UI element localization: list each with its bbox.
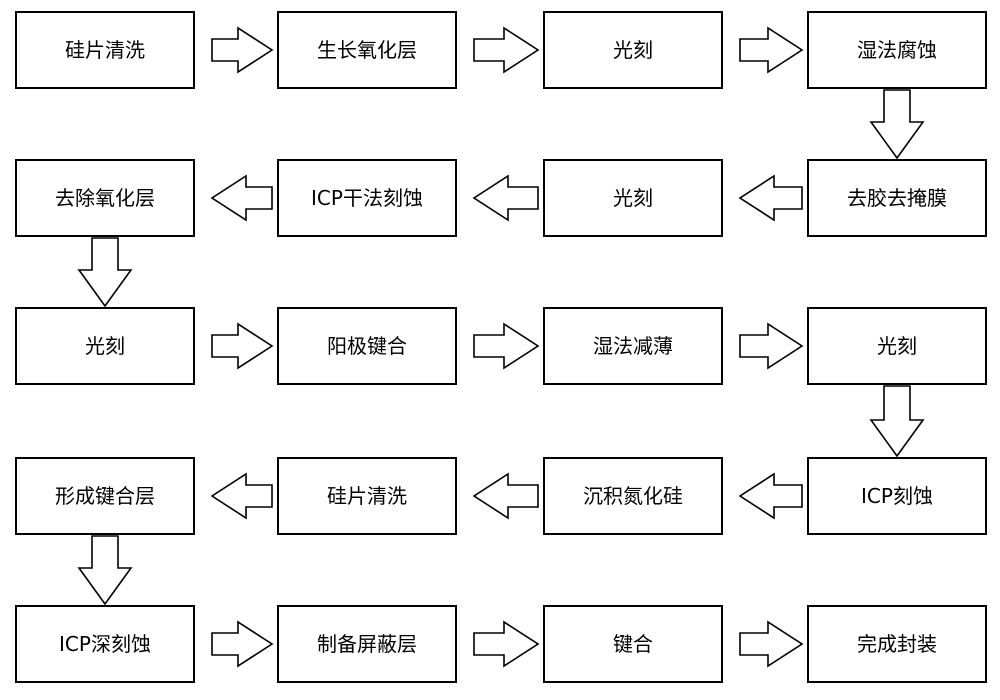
- step-label: 光刻: [613, 186, 653, 210]
- step-box: [543, 307, 723, 385]
- step-label: ICP深刻蚀: [59, 632, 151, 656]
- step-label: 去胶去掩膜: [847, 186, 947, 210]
- flow-arrow-left: [738, 174, 803, 222]
- step-label: 湿法减薄: [593, 334, 673, 358]
- flow-arrow-down: [77, 535, 133, 606]
- flow-arrow-down: [77, 237, 133, 308]
- flow-arrow-left: [210, 174, 273, 222]
- step-label: 生长氧化层: [317, 38, 417, 62]
- step-box: [15, 457, 195, 535]
- flow-arrow-left: [738, 472, 803, 520]
- step-box: [807, 457, 987, 535]
- step-label: 湿法腐蚀: [857, 38, 937, 62]
- flow-arrow-down: [869, 89, 925, 160]
- step-box: [807, 605, 987, 683]
- step-label: 完成封装: [857, 632, 937, 656]
- step-label: 光刻: [877, 334, 917, 358]
- flow-arrow-right: [211, 620, 274, 668]
- flow-arrow-right: [211, 322, 274, 370]
- step-box: [807, 11, 987, 89]
- step-box: [277, 307, 457, 385]
- step-label: 键合: [613, 632, 653, 656]
- flow-arrow-right: [211, 26, 274, 74]
- flow-arrow-right: [473, 620, 540, 668]
- step-label: ICP刻蚀: [861, 484, 933, 508]
- step-box: [15, 307, 195, 385]
- flow-arrow-right: [739, 26, 804, 74]
- step-box: [15, 11, 195, 89]
- step-box: [277, 159, 457, 237]
- flow-arrow-right: [473, 322, 540, 370]
- step-box: [15, 605, 195, 683]
- step-label: 制备屏蔽层: [317, 632, 417, 656]
- step-label: 硅片清洗: [327, 484, 407, 508]
- flow-arrow-left: [472, 174, 539, 222]
- step-label: 光刻: [613, 38, 653, 62]
- flow-arrow-right: [739, 620, 804, 668]
- step-box: [543, 457, 723, 535]
- flow-arrow-right: [473, 26, 540, 74]
- flow-arrow-right: [739, 322, 804, 370]
- flow-arrow-down: [869, 385, 925, 458]
- step-box: [807, 159, 987, 237]
- step-box: [277, 457, 457, 535]
- step-label: 去除氧化层: [55, 186, 155, 210]
- step-box: [543, 605, 723, 683]
- flow-arrow-left: [210, 472, 273, 520]
- step-label: 沉积氮化硅: [583, 484, 683, 508]
- step-label: 阳极键合: [327, 334, 407, 358]
- flow-arrow-left: [472, 472, 539, 520]
- step-label: 形成键合层: [55, 484, 155, 508]
- step-box: [543, 159, 723, 237]
- step-label: ICP干法刻蚀: [311, 186, 423, 210]
- step-label: 光刻: [85, 334, 125, 358]
- step-box: [277, 11, 457, 89]
- step-box: [277, 605, 457, 683]
- step-label: 硅片清洗: [65, 38, 145, 62]
- step-box: [807, 307, 987, 385]
- step-box: [543, 11, 723, 89]
- step-box: [15, 159, 195, 237]
